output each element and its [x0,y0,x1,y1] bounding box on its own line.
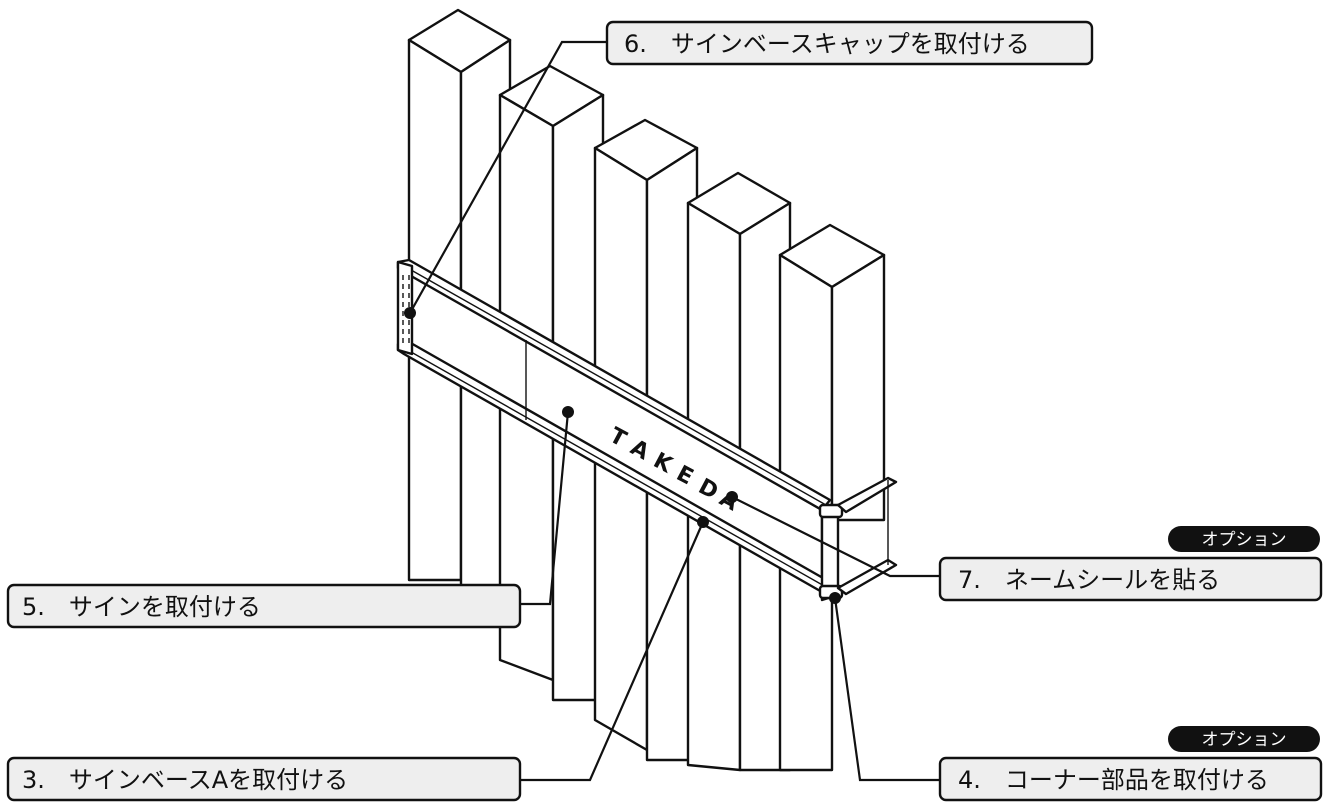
leader-dot [562,406,574,418]
leader-step6 [409,40,607,314]
callout-step5-label: 5. サインを取付ける [22,593,261,621]
option-badge-bottom-label: オプション [1202,730,1287,750]
callout-step3: 3. サインベースAを取付ける [6,756,522,802]
name-sign: T A K E D A [605,423,742,516]
callout-step3-label: 3. サインベースAを取付ける [22,766,348,794]
option-badge-top-label: オプション [1202,530,1287,550]
leader-dot [726,491,738,503]
leader-lines [404,40,940,782]
callout-step4-label: 4. コーナー部品を取付ける [958,766,1269,794]
leader-step5 [520,411,570,606]
leader-step7 [731,496,940,578]
option-badge-bottom: オプション [1168,726,1320,752]
callout-step6: 6. サインベースキャップを取付ける [605,20,1094,66]
callout-step7: 7. ネームシールを貼る [938,556,1323,602]
leader-dot [404,307,416,319]
corner-part [818,476,898,602]
callout-step6-label: 6. サインベースキャップを取付ける [624,30,1030,58]
leader-dot [829,592,841,604]
leader-step4 [833,597,940,782]
leader-step3 [520,521,705,782]
callout-step5: 5. サインを取付ける [6,583,522,629]
option-badge-top: オプション [1168,526,1320,552]
callout-step4: 4. コーナー部品を取付ける [938,756,1323,802]
callout-step7-label: 7. ネームシールを貼る [958,566,1220,594]
leader-dot [697,516,709,528]
